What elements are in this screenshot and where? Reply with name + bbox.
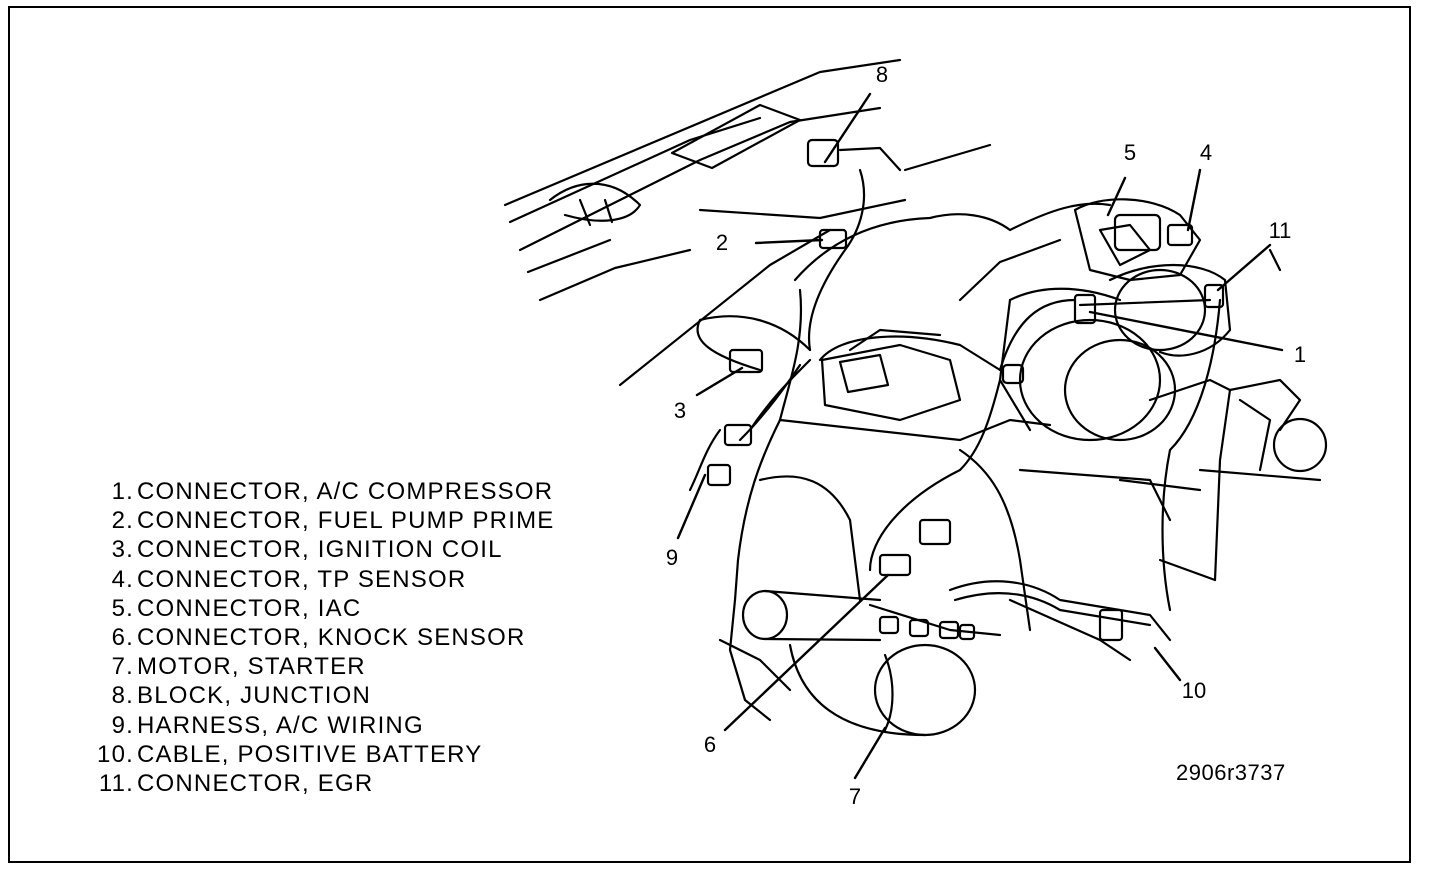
legend-item: 2.CONNECTOR, FUEL PUMP PRIME xyxy=(92,506,554,535)
legend-number: 5. xyxy=(111,594,134,622)
callout-8: 8 xyxy=(876,62,888,87)
legend-item: 10.CABLE, POSITIVE BATTERY xyxy=(92,740,554,769)
legend-number: 8. xyxy=(111,682,134,710)
legend-label: CONNECTOR, TP SENSOR xyxy=(137,565,467,593)
diagram-border xyxy=(8,6,1411,863)
legend-number: 6. xyxy=(111,624,134,652)
legend-number: 11. xyxy=(98,770,134,798)
hood-panel xyxy=(503,58,992,387)
engine-block xyxy=(728,202,1328,722)
legend-item: 3.CONNECTOR, IGNITION COIL xyxy=(92,535,554,564)
legend-label: CONNECTOR, IGNITION COIL xyxy=(137,536,503,564)
callout-7: 7 xyxy=(849,784,861,809)
callout-2: 2 xyxy=(716,230,728,255)
legend-label: CABLE, POSITIVE BATTERY xyxy=(137,740,483,768)
legend-number: 9. xyxy=(111,711,134,739)
connectors xyxy=(706,138,1225,642)
legend-label: HARNESS, A/C WIRING xyxy=(137,711,424,739)
legend-label: CONNECTOR, EGR xyxy=(137,770,374,798)
wiring-harness xyxy=(688,168,1222,662)
legend-item: 1.CONNECTOR, A/C COMPRESSOR xyxy=(92,477,554,506)
leader-lines xyxy=(676,92,1284,780)
legend-item: 7.MOTOR, STARTER xyxy=(92,652,554,681)
legend-label: CONNECTOR, IAC xyxy=(137,594,362,622)
legend-label: CONNECTOR, FUEL PUMP PRIME xyxy=(137,507,555,535)
legend-item: 9.HARNESS, A/C WIRING xyxy=(92,711,554,740)
component-legend: 1.CONNECTOR, A/C COMPRESSOR 2.CONNECTOR,… xyxy=(92,477,554,798)
legend-number: 10. xyxy=(97,740,134,768)
callout-5: 5 xyxy=(1124,140,1136,165)
callout-11: 11 xyxy=(1269,218,1292,243)
figure-reference-code: 2906r3737 xyxy=(1176,760,1286,785)
callout-10: 10 xyxy=(1182,678,1206,703)
legend-label: BLOCK, JUNCTION xyxy=(137,682,372,710)
legend-item: 8.BLOCK, JUNCTION xyxy=(92,681,554,710)
legend-label: CONNECTOR, KNOCK SENSOR xyxy=(137,624,526,652)
legend-item: 4.CONNECTOR, TP SENSOR xyxy=(92,565,554,594)
legend-label: CONNECTOR, A/C COMPRESSOR xyxy=(137,478,554,505)
legend-number: 4. xyxy=(111,565,134,593)
legend-number: 7. xyxy=(111,653,134,681)
legend-item: 5.CONNECTOR, IAC xyxy=(92,594,554,623)
legend-number: 3. xyxy=(111,536,134,564)
legend-item: 11.CONNECTOR, EGR xyxy=(92,769,554,798)
legend-number: 2. xyxy=(111,507,134,535)
callout-3: 3 xyxy=(674,398,686,423)
legend-item: 6.CONNECTOR, KNOCK SENSOR xyxy=(92,623,554,652)
callout-1: 1 xyxy=(1294,342,1306,367)
legend-number: 1. xyxy=(111,478,134,505)
legend-label: MOTOR, STARTER xyxy=(137,653,366,681)
callout-4: 4 xyxy=(1200,140,1212,165)
callout-6: 6 xyxy=(704,732,716,757)
callout-9: 9 xyxy=(666,545,678,570)
